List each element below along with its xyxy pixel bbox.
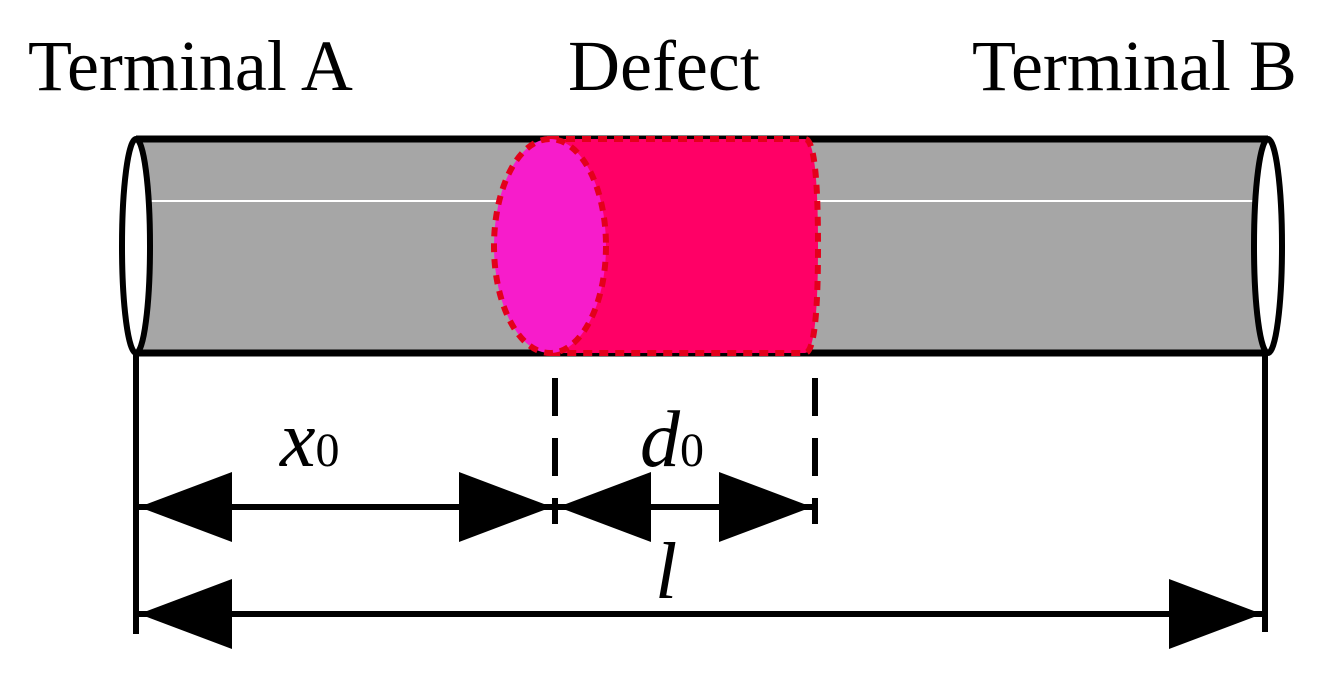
dimension-label-x0: x0: [279, 396, 340, 484]
terminal-b-label: Terminal B: [972, 26, 1297, 106]
x0-symbol: x: [279, 396, 316, 484]
cable-end-a: [119, 136, 153, 356]
terminal-a-label: Terminal A: [28, 26, 353, 106]
x0-subscript: 0: [316, 424, 340, 477]
dimension-label-l: l: [655, 528, 677, 616]
defect-body: [547, 136, 822, 356]
d0-symbol: d: [640, 396, 681, 484]
defect-label: Defect: [568, 26, 760, 106]
dimension-label-d0: d0: [640, 396, 704, 484]
d0-subscript: 0: [680, 424, 704, 477]
defect-face: [491, 136, 609, 356]
cable-end-b: [1251, 136, 1285, 356]
